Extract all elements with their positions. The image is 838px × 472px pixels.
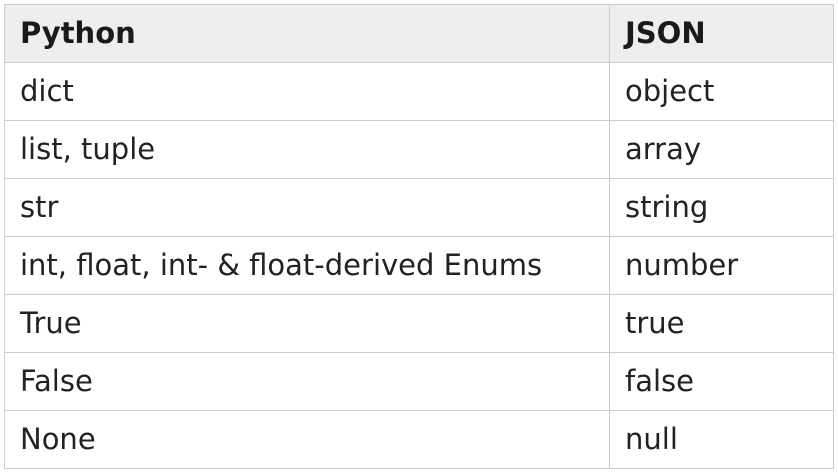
python-type-cell: False: [4, 352, 610, 411]
table-row: str string: [4, 178, 834, 237]
table-row: None null: [4, 410, 834, 469]
python-type-cell: list, tuple: [4, 120, 610, 179]
table-body: dict object list, tuple array str string…: [4, 62, 834, 469]
python-json-conversion-table: Python JSON dict object list, tuple arra…: [4, 4, 834, 469]
json-type-cell: number: [609, 236, 834, 295]
table-row: list, tuple array: [4, 120, 834, 179]
table-row: dict object: [4, 62, 834, 121]
python-type-cell: int, float, int- & float-derived Enums: [4, 236, 610, 295]
python-type-cell: str: [4, 178, 610, 237]
table-row: False false: [4, 352, 834, 411]
header-row: Python JSON: [4, 4, 834, 63]
json-type-cell: false: [609, 352, 834, 411]
python-type-cell: None: [4, 410, 610, 469]
json-type-cell: null: [609, 410, 834, 469]
table-header: Python JSON: [4, 4, 834, 63]
python-type-cell: True: [4, 294, 610, 353]
table-row: int, float, int- & float-derived Enums n…: [4, 236, 834, 295]
column-header-json: JSON: [609, 4, 834, 63]
table-row: True true: [4, 294, 834, 353]
python-type-cell: dict: [4, 62, 610, 121]
json-type-cell: string: [609, 178, 834, 237]
column-header-python: Python: [4, 4, 610, 63]
json-type-cell: object: [609, 62, 834, 121]
json-type-cell: true: [609, 294, 834, 353]
json-type-cell: array: [609, 120, 834, 179]
